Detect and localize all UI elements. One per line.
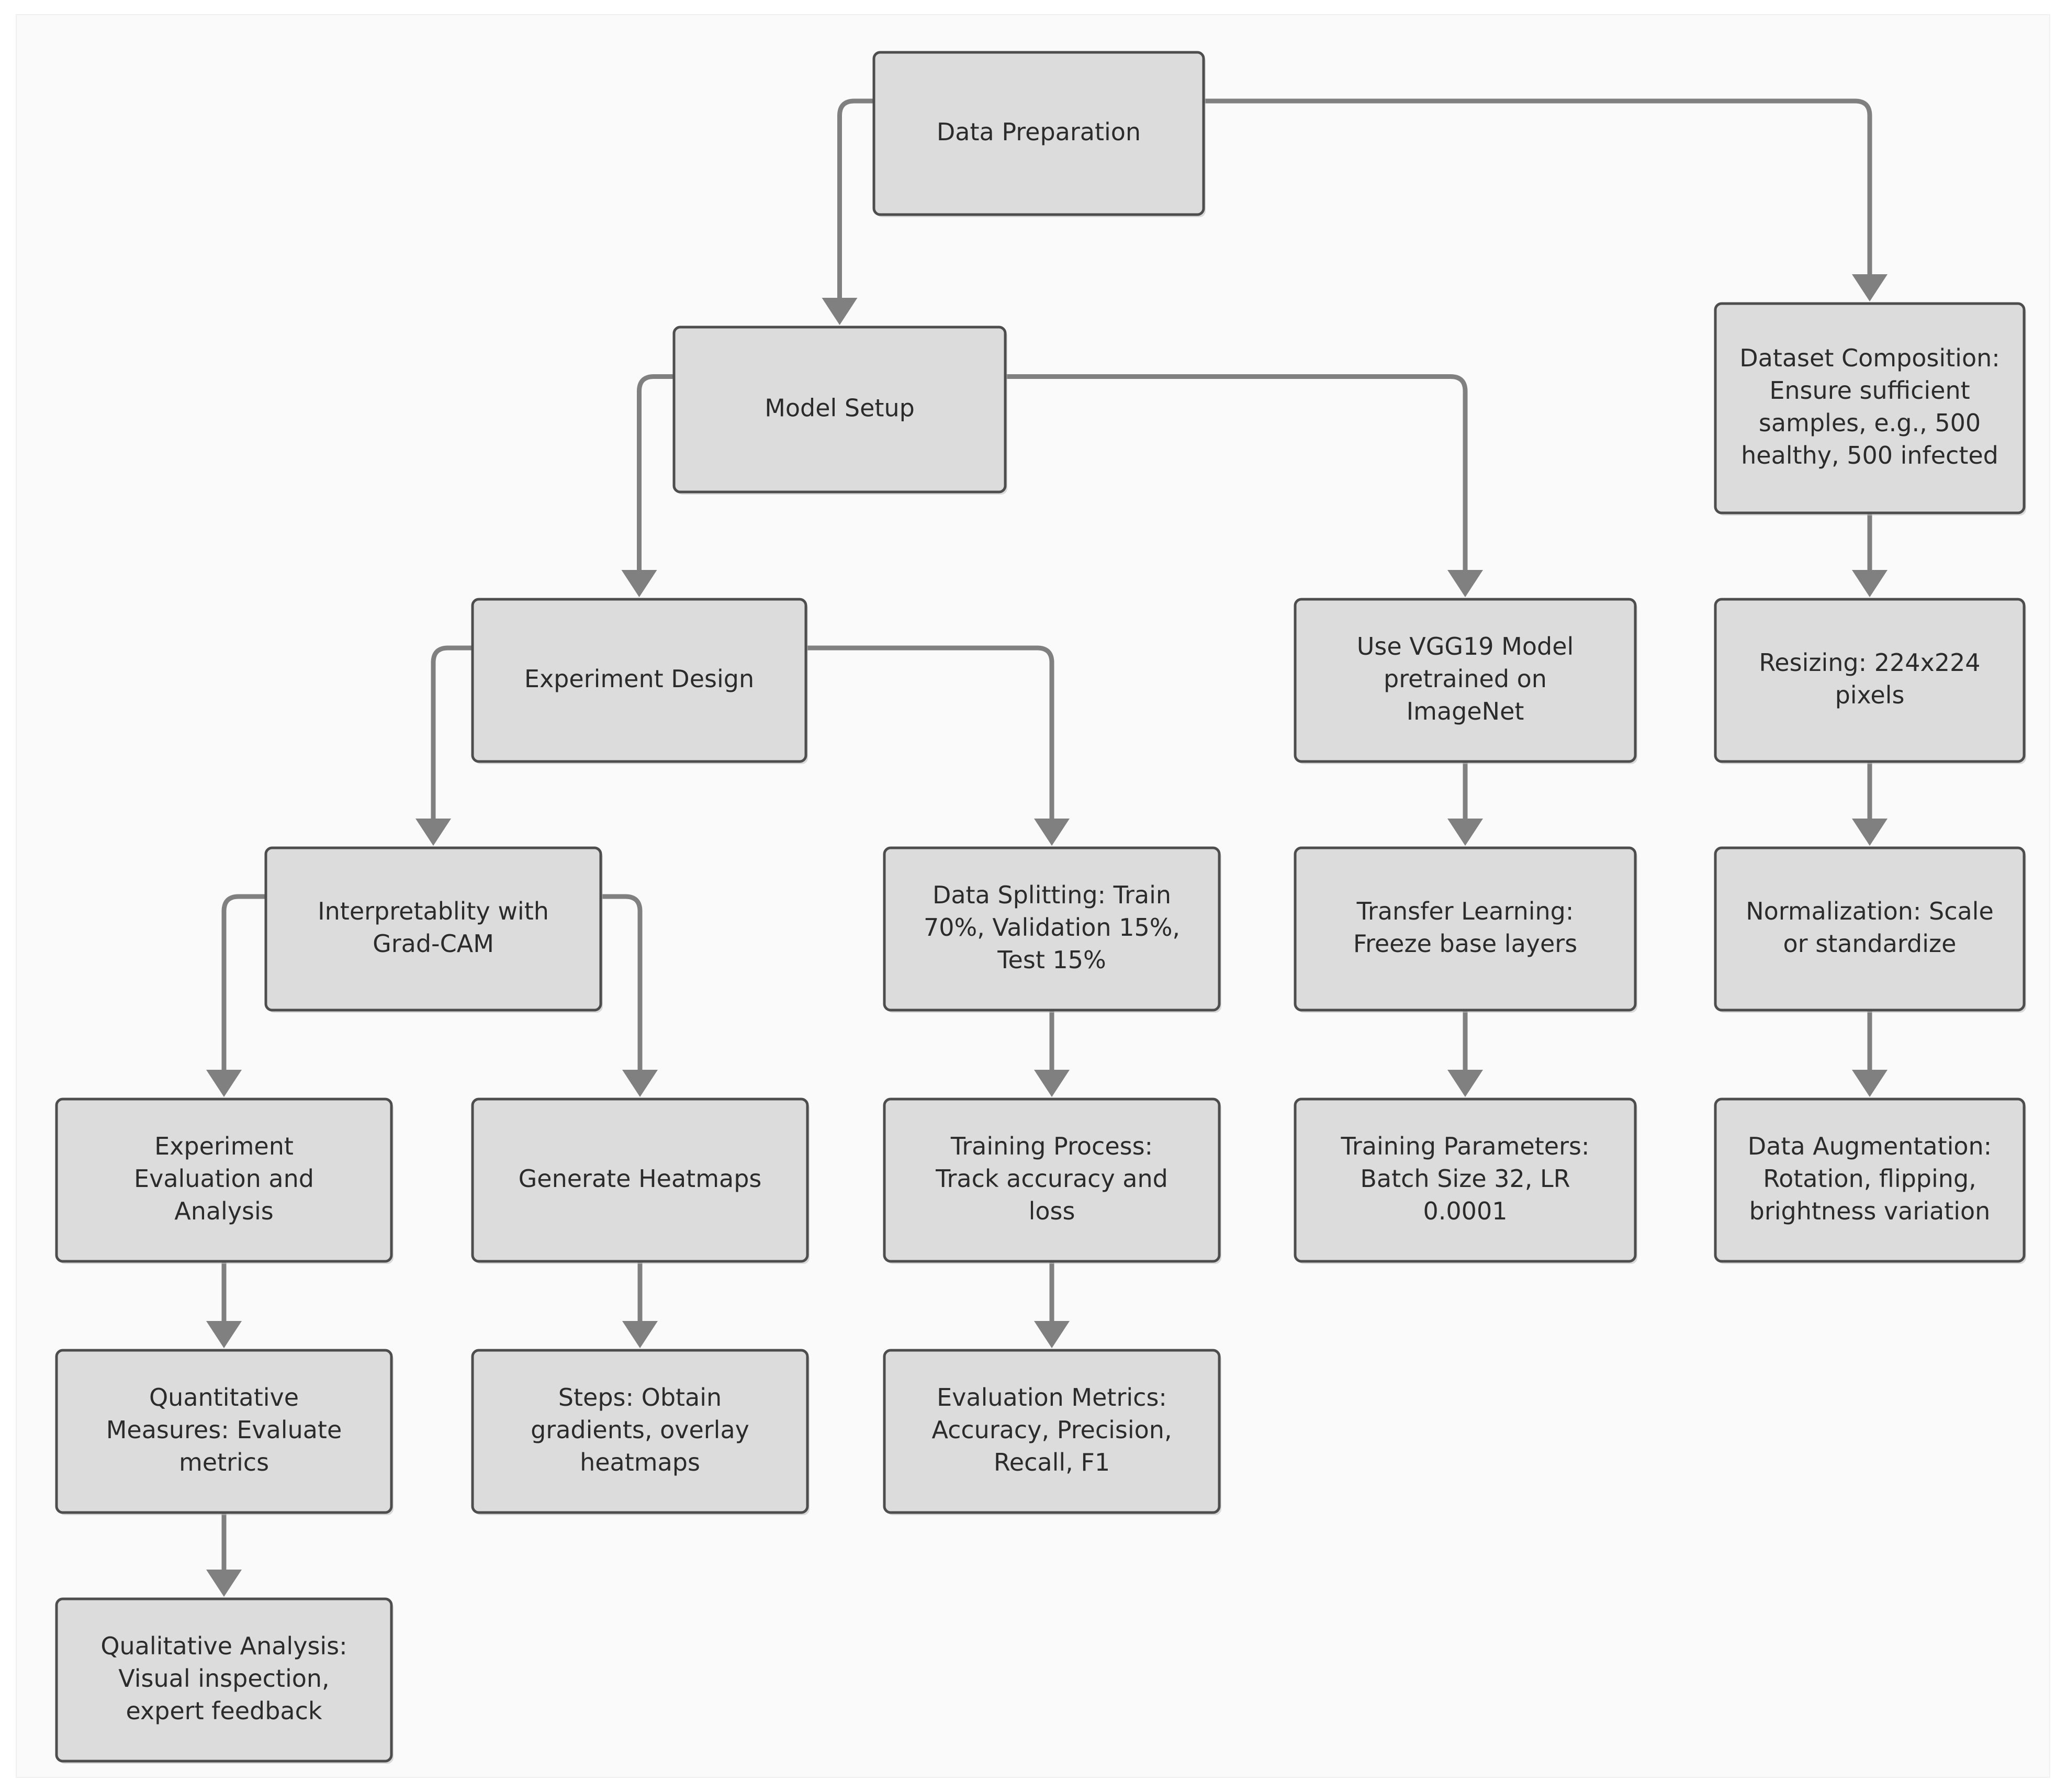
node-box[interactable]: [883, 1349, 1221, 1514]
node-box[interactable]: [264, 846, 602, 1012]
flow-edge: [1034, 1261, 1070, 1348]
node-box[interactable]: [55, 1349, 393, 1514]
flow-node-data-augmentation[interactable]: Data Augmentation:Rotation, flipping,bri…: [1714, 1097, 2026, 1264]
node-label: Generate Heatmaps: [519, 1164, 762, 1193]
node-box[interactable]: [872, 51, 1205, 216]
edges-layer: [206, 98, 1888, 1597]
flow-node-data-preparation[interactable]: Data Preparation: [872, 51, 1206, 217]
flow-edge: [601, 894, 658, 1097]
node-box[interactable]: [1714, 1097, 2026, 1263]
node-label: Evaluation Metrics:Accuracy, Precision,R…: [931, 1383, 1172, 1476]
flow-edge: [206, 1261, 242, 1348]
flow-edge: [1447, 1010, 1483, 1097]
flow-node-experiment-design[interactable]: Experiment Design: [471, 598, 808, 764]
flow-edge: [806, 645, 1070, 846]
node-box[interactable]: [1714, 846, 2026, 1012]
flow-edge: [1005, 374, 1483, 597]
node-box[interactable]: [471, 1349, 809, 1514]
flow-node-qualitative-analysis[interactable]: Qualitative Analysis:Visual inspection,e…: [55, 1597, 394, 1764]
flow-edge: [822, 98, 874, 325]
node-box[interactable]: [1294, 1097, 1637, 1263]
flow-edge: [206, 894, 266, 1097]
flow-edge: [206, 1513, 242, 1597]
node-box[interactable]: [1714, 302, 2026, 514]
flow-edge: [1852, 513, 1888, 597]
node-label: Data Preparation: [937, 118, 1141, 146]
node-box[interactable]: [883, 1097, 1221, 1263]
flow-node-model-setup[interactable]: Model Setup: [672, 326, 1007, 495]
flow-node-generate-heatmaps[interactable]: Generate Heatmaps: [471, 1097, 810, 1264]
node-box[interactable]: [1294, 846, 1637, 1012]
node-box[interactable]: [471, 598, 807, 763]
flow-edge: [1852, 1010, 1888, 1097]
node-box[interactable]: [55, 1097, 393, 1263]
flow-edge: [1204, 98, 1888, 301]
flow-edge: [621, 374, 674, 597]
flow-node-evaluation-metrics[interactable]: Evaluation Metrics:Accuracy, Precision,R…: [883, 1349, 1221, 1515]
flow-edge: [1852, 761, 1888, 846]
flow-edge: [415, 645, 473, 846]
node-box[interactable]: [471, 1097, 809, 1263]
node-label: Transfer Learning:Freeze base layers: [1353, 897, 1577, 958]
flow-edge: [1447, 761, 1483, 846]
flow-edge: [622, 1261, 658, 1348]
flow-node-transfer-learning[interactable]: Transfer Learning:Freeze base layers: [1294, 846, 1637, 1013]
node-box[interactable]: [55, 1597, 393, 1763]
flow-edge: [1034, 1010, 1070, 1097]
node-label: Model Setup: [765, 394, 915, 422]
node-box[interactable]: [1714, 598, 2026, 763]
node-box[interactable]: [883, 846, 1221, 1012]
node-label: Experiment Design: [524, 665, 754, 693]
node-label: Qualitative Analysis:Visual inspection,e…: [100, 1632, 347, 1725]
node-box[interactable]: [672, 326, 1007, 494]
node-label: Data Augmentation:Rotation, flipping,bri…: [1748, 1132, 1992, 1225]
node-box[interactable]: [1294, 598, 1637, 763]
